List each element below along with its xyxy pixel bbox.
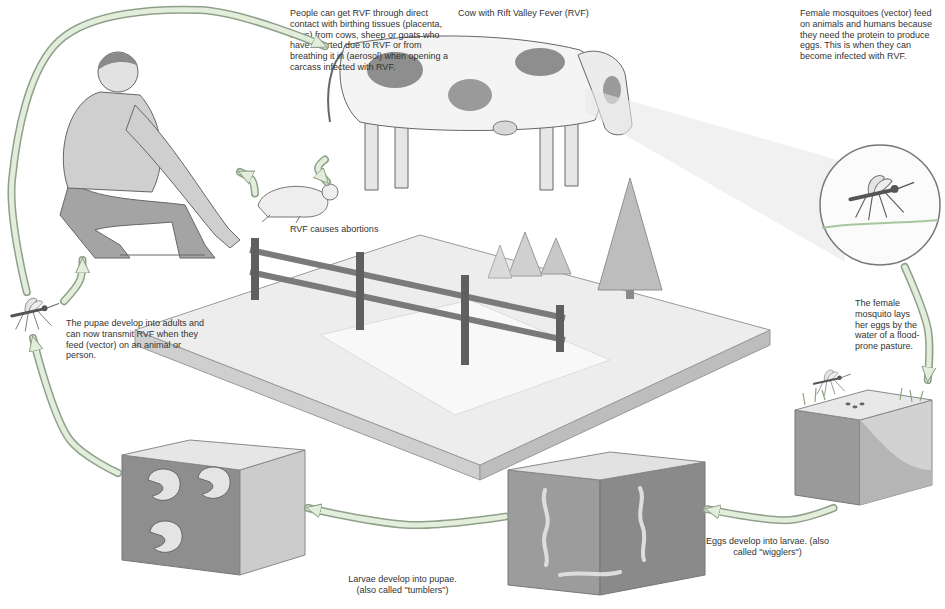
cycle-arrow [33,338,118,473]
egg-habitat-block [853,406,858,409]
pupae-block [122,440,305,575]
cycle-arrow [308,508,505,525]
cycle-arrow [64,260,83,301]
cycle-arrow [318,160,327,182]
stage-caption: The pupae develop into adults and can no… [66,318,206,361]
larvae-block [600,462,705,595]
fence [250,238,565,365]
cycle-arrow [707,508,834,520]
egg-habitat-block [860,420,932,505]
cycle-arrow [905,267,929,380]
life-stage: The female mosquito lays her eggs by the… [790,380,935,508]
aborted-calf [262,215,300,223]
person-illustration [60,52,240,258]
magnifier-view [820,145,940,265]
cycle-arrow [308,508,505,525]
stage-caption: The female mosquito lays her eggs by the… [855,298,923,352]
adult-mosquito [12,298,59,331]
egg-habitat-block [803,388,923,405]
larvae-block [508,452,705,595]
fence [255,238,560,365]
trees [488,178,662,299]
cycle-arrow [11,10,325,292]
life-stage: Cow with Rift Valley Fever (RVF) [325,30,635,192]
stage-caption: People can get RVF through direct contac… [290,8,450,73]
person-illustration [120,255,205,256]
egg-habitat-block [814,370,851,396]
cycle-arrow [318,160,327,182]
pupae-block [148,469,180,500]
trees [508,232,542,276]
cycle-arrow [33,338,118,473]
aborted-calf [322,184,338,200]
egg-habitat-block [860,403,865,406]
cow-illustration [493,121,517,135]
cycle-arrow [240,172,255,193]
cycle-arrow [64,260,83,301]
pasture-platform [135,235,770,465]
larvae-block [544,490,548,565]
stage-caption: Eggs develop into larvae. (also called "… [705,536,830,558]
cycle-arrow [240,172,255,193]
life-stage: People can get RVF through direct contac… [15,40,240,260]
life-stage: The pupae develop into adults and can no… [2,292,64,338]
pupae-block [198,467,230,498]
fence [250,250,565,340]
cycle-arrow [308,508,505,525]
larvae-block [640,488,644,560]
pupae-block [240,450,305,575]
stage-caption: Female mosquitoes (vector) feed on anima… [800,8,940,62]
person-illustration [98,52,138,92]
cycle-arrow [905,267,929,380]
larvae-block [560,572,620,575]
cycle-arrow [707,508,834,520]
cycle-arrow [240,172,255,193]
cycle-arrow [707,508,834,520]
cycle-arrow [905,267,929,380]
egg-habitat-block [795,370,932,505]
magnifier-view [585,88,940,265]
trees [598,178,662,290]
cycle-arrow [11,10,325,292]
magnifier-view [850,175,914,220]
person-illustration [98,53,138,70]
aborted-calf [258,184,338,223]
cycle-arrow [318,160,327,182]
larvae-block [508,452,705,480]
life-stage: RVF causes abortions [255,182,335,220]
magnifier-view [822,220,938,228]
larvae-block [508,470,600,595]
cow-illustration [515,48,565,76]
cycle-arrow [11,10,325,292]
stage-caption: Cow with Rift Valley Fever (RVF) [458,8,608,19]
cow-illustration [448,79,492,111]
trees [488,245,512,278]
life-stage: Larvae develop into pupae. (also called … [118,438,308,578]
person-illustration [126,105,240,248]
trees [541,238,571,274]
magnifier-view [585,88,845,262]
egg-habitat-block [846,403,851,406]
aborted-calf [258,186,328,217]
pupae-block [150,521,182,552]
cycle-arrow [64,260,83,301]
life-stage: Eggs develop into larvae. (also called "… [505,450,707,598]
cycle-arrow [33,338,118,473]
adult-mosquito [12,298,59,331]
pupae-block [122,440,305,470]
pupae-block [122,455,240,575]
stage-caption: RVF causes abortions [290,224,385,235]
egg-habitat-block [795,410,860,505]
stage-caption: Larvae develop into pupae. (also called … [340,574,465,596]
life-stage: Female mosquitoes (vector) feed on anima… [818,143,942,267]
